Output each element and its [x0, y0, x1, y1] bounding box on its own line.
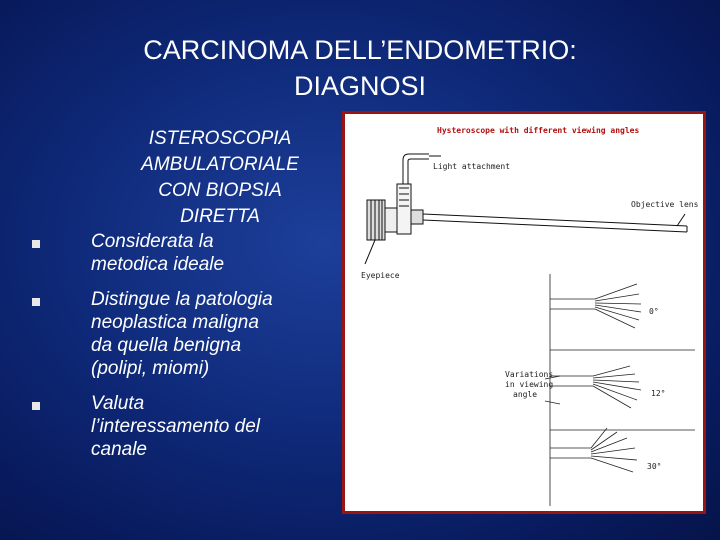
section-heading-line: AMBULATORIALE [141, 154, 299, 175]
bullet-text-line: Valuta [91, 393, 145, 414]
title-line-1: CARCINOMA DELL’ENDOMETRIO: [143, 35, 577, 65]
section-heading-line: CON BIOPSIA [158, 180, 282, 201]
figure-title: Hysteroscope with different viewing angl… [437, 125, 639, 135]
angle-30-label: 30° [647, 462, 661, 471]
angle-0-label: 0° [649, 307, 659, 316]
bullet-item: Considerata la metodica ideale [30, 230, 350, 276]
section-heading-line: ISTEROSCOPIA [148, 128, 292, 149]
bullet-text-line: (polipi, miomi) [91, 358, 210, 379]
slide-title: CARCINOMA DELL’ENDOMETRIO: DIAGNOSI [60, 32, 660, 104]
bullet-text-line: Considerata la [91, 231, 214, 252]
bullet-text-line: l’interessamento del [91, 416, 260, 437]
bullet-list: Considerata la metodica ideale Distingue… [30, 230, 350, 461]
bullet-text-line: neoplastica maligna [91, 312, 259, 333]
view-angle-30-drawing [549, 427, 638, 506]
bullet-item: Distingue la patologia neoplastica malig… [30, 288, 350, 380]
eyepiece-label: Eyepiece [361, 271, 400, 280]
hysteroscope-figure: Hysteroscope with different viewing angl… [342, 111, 706, 514]
section-heading-line: DIRETTA [180, 206, 260, 227]
square-bullet-icon [32, 298, 40, 306]
variations-label-line: in viewing [505, 380, 553, 389]
hysteroscope-diagram: Hysteroscope with different viewing angl… [361, 125, 699, 506]
hysteroscope-drawing [364, 153, 688, 265]
objective-lens-label: Objective lens [631, 200, 699, 209]
view-angle-12-drawing [549, 350, 695, 431]
variations-label-line: Variations [505, 370, 553, 379]
variations-pointer [544, 375, 561, 380]
bullet-text-line: metodica ideale [91, 254, 225, 275]
view-angle-0-drawing [549, 274, 695, 351]
variations-pointer [544, 400, 561, 405]
angle-12-label: 12° [651, 389, 665, 398]
variations-label-line: angle [513, 390, 537, 399]
bullet-item: Valuta l’interessamento del canale [30, 392, 350, 461]
section-heading: ISTEROSCOPIA AMBULATORIALE CON BIOPSIA D… [95, 126, 345, 230]
title-line-2: DIAGNOSI [293, 71, 427, 101]
bullet-text-line: Distingue la patologia [91, 289, 273, 310]
square-bullet-icon [32, 240, 40, 248]
bullet-text-line: canale [91, 439, 147, 460]
square-bullet-icon [32, 402, 40, 410]
light-attachment-label: Light attachment [433, 162, 510, 171]
bullet-text-line: da quella benigna [91, 335, 242, 356]
